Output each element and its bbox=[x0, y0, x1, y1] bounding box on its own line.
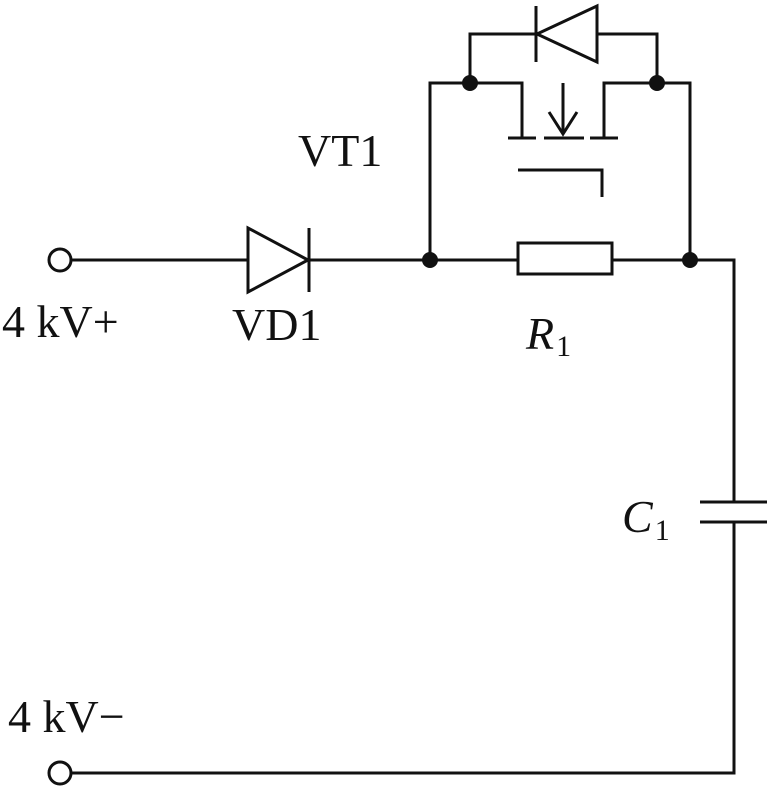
junction-dot-right-bottom bbox=[682, 252, 698, 268]
wire-bypass-right bbox=[657, 81, 692, 260]
wires bbox=[72, 81, 736, 775]
label-terminal-positive: 4 kV+ bbox=[2, 296, 119, 347]
transistor-vt1 bbox=[468, 3, 659, 197]
wire-capacitor-to-ground bbox=[72, 522, 736, 775]
label-resistor-r1: R1 bbox=[525, 308, 571, 363]
label-diode-vd1: VD1 bbox=[232, 299, 321, 350]
diode-vd1 bbox=[246, 225, 312, 295]
vt1-body-arrow bbox=[547, 111, 579, 137]
terminal-negative bbox=[47, 760, 73, 786]
junction-dot-left-bottom bbox=[422, 252, 438, 268]
label-resistor-letter: R bbox=[525, 308, 554, 359]
vt1-gate bbox=[518, 168, 604, 197]
resistor-r1 bbox=[516, 241, 614, 276]
terminal-positive bbox=[47, 247, 73, 273]
label-capacitor-c1: C1 bbox=[622, 491, 670, 547]
wire-node-right-to-capacitor bbox=[690, 258, 736, 502]
label-resistor-subscript: 1 bbox=[556, 330, 571, 363]
capacitor-c1 bbox=[700, 500, 767, 524]
junction-dot-left-top bbox=[462, 75, 478, 91]
label-terminal-negative: 4 kV− bbox=[8, 691, 125, 742]
label-transistor-vt1: VT1 bbox=[298, 125, 382, 176]
wire-bypass-left bbox=[428, 81, 470, 260]
diode-vd1-triangle bbox=[246, 225, 312, 295]
label-capacitor-subscript: 1 bbox=[655, 514, 670, 547]
label-capacitor-letter: C bbox=[622, 491, 654, 542]
vt1-left-rail bbox=[470, 81, 524, 138]
vt1-right-rail bbox=[602, 81, 657, 138]
junctions bbox=[422, 75, 698, 268]
vt1-diode-triangle bbox=[533, 3, 599, 65]
junction-dot-right-top bbox=[649, 75, 665, 91]
